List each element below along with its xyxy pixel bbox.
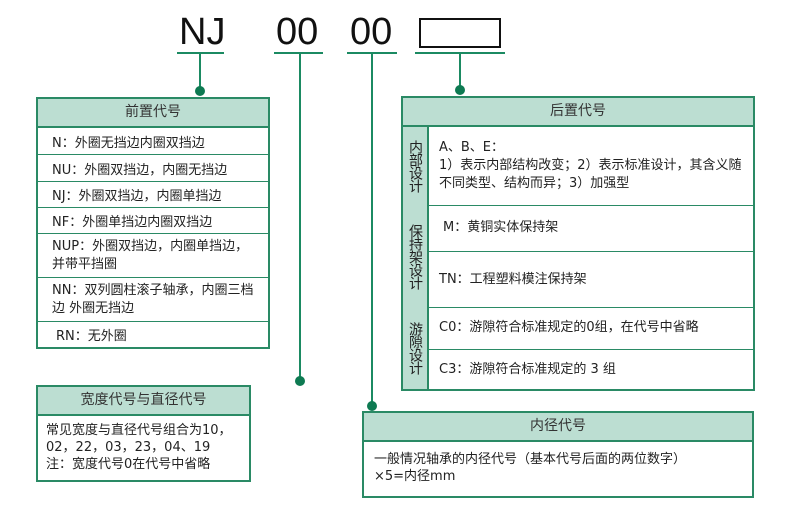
table-row: NU：外圈双挡边，内圈无挡边 bbox=[38, 155, 268, 182]
row-text: 1）表示内部结构改变；2）表示标准设计，其含义随不同类型、结构而异；3）加强型 bbox=[439, 158, 742, 191]
table-row: C3：游隙符合标准规定的 3 组 bbox=[439, 361, 616, 377]
connector-dot bbox=[295, 376, 305, 386]
prefix-table: 前置代号 N：外圈无挡边内圈双挡边 NU：外圈双挡边，内圈无挡边 NJ：外圈双挡… bbox=[36, 97, 270, 349]
prefix-table-title: 前置代号 bbox=[38, 99, 268, 128]
table-row: NJ：外圈双挡边，内圈单挡边 bbox=[38, 182, 268, 208]
width-dia-box: 宽度代号与直径代号 常见宽度与直径代号组合为10，02，22，03，23，04、… bbox=[36, 385, 251, 482]
suffix-table-title: 后置代号 bbox=[403, 98, 753, 127]
section-clearance-design: 游隙设计 C0：游隙符合标准规定的0组，在代号中省略 C3：游隙符合标准规定的 … bbox=[403, 307, 753, 389]
table-row: M：黄铜实体保持架 bbox=[429, 205, 753, 252]
suffix-code-box bbox=[419, 18, 501, 48]
body-line: 常见宽度与直径代号组合为10，02，22，03，23，04、19 bbox=[46, 423, 232, 455]
section-label: 内部设计 bbox=[403, 127, 429, 205]
bore-code: 00 bbox=[350, 11, 393, 53]
bore-title: 内径代号 bbox=[364, 413, 752, 442]
prefix-code: NJ bbox=[179, 11, 226, 53]
section-internal-design: 内部设计 A、B、E： 1）表示内部结构改变；2）表示标准设计，其含义随不同类型… bbox=[403, 127, 753, 206]
row-text: A、B、E： bbox=[439, 140, 505, 155]
section-cage-design: 保持架设计 M：黄铜实体保持架 TN：工程塑料模注保持架 bbox=[403, 205, 753, 308]
width-dia-code: 00 bbox=[276, 11, 319, 53]
bore-box: 内径代号 一般情况轴承的内径代号（基本代号后面的两位数字）×5=内径mm bbox=[362, 411, 754, 498]
table-row: TN：工程塑料模注保持架 bbox=[439, 271, 587, 287]
connector bbox=[371, 53, 373, 406]
body-line: 注：宽度代号0在代号中省略 bbox=[46, 457, 211, 472]
connector-dot bbox=[195, 86, 205, 96]
connector bbox=[274, 52, 323, 54]
connector bbox=[299, 53, 301, 381]
table-row: NN：双列圆柱滚子轴承，内圈三档边 外圈无挡边 bbox=[38, 278, 268, 322]
table-row: C0：游隙符合标准规定的0组，在代号中省略 bbox=[429, 307, 753, 350]
connector-dot bbox=[367, 401, 377, 411]
section-label: 保持架设计 bbox=[403, 205, 429, 307]
connector bbox=[459, 53, 461, 90]
table-row: RN：无外圈 bbox=[56, 329, 127, 344]
table-row: NUP：外圈双挡边，内圈单挡边，并带平挡圈 bbox=[38, 234, 268, 278]
connector-dot bbox=[455, 85, 465, 95]
bore-body: 一般情况轴承的内径代号（基本代号后面的两位数字）×5=内径mm bbox=[374, 452, 687, 484]
suffix-table: 后置代号 内部设计 A、B、E： 1）表示内部结构改变；2）表示标准设计，其含义… bbox=[401, 96, 755, 391]
table-row: NF：外圈单挡边内圈双挡边 bbox=[38, 208, 268, 234]
connector bbox=[199, 53, 201, 91]
width-dia-title: 宽度代号与直径代号 bbox=[38, 387, 249, 416]
width-dia-body: 常见宽度与直径代号组合为10，02，22，03，23，04、19 注：宽度代号0… bbox=[38, 416, 249, 479]
table-row: N：外圈无挡边内圈双挡边 bbox=[38, 128, 268, 155]
section-label: 游隙设计 bbox=[403, 307, 429, 389]
